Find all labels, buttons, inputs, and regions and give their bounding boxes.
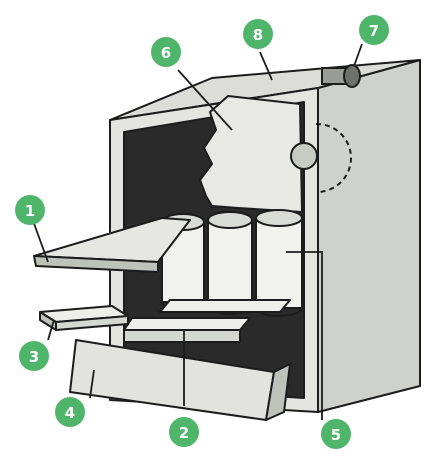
number-badges: 1 2 3 4 5 6 7 8 <box>15 15 389 449</box>
badge-circle <box>55 397 85 427</box>
badge-circle <box>19 341 49 371</box>
front-flap-edge <box>33 255 159 273</box>
leader-lines <box>31 43 363 420</box>
badge-5: 5 <box>321 419 351 449</box>
badge-4: 4 <box>55 397 85 427</box>
leader-line-5 <box>286 251 323 420</box>
small-tray-face <box>55 315 129 331</box>
badge-number: 8 <box>253 26 263 44</box>
badge-number: 1 <box>25 202 35 220</box>
badge-number: 3 <box>29 348 39 366</box>
tray-top <box>159 299 291 313</box>
leader-line-8 <box>259 51 273 81</box>
badge-6: 6 <box>151 37 181 67</box>
cabinet-side-panel <box>317 59 421 413</box>
leader-line-7 <box>353 43 363 67</box>
lower-drawer <box>123 299 291 343</box>
cylinder-body <box>255 217 303 309</box>
badge-8: 8 <box>243 19 273 49</box>
fitting-cap <box>343 64 361 88</box>
filter-cylinder <box>255 209 303 317</box>
tray-front <box>123 329 241 343</box>
cylinder-top <box>207 211 253 229</box>
badge-circle <box>151 37 181 67</box>
badge-circle <box>15 195 45 225</box>
base-drawer-side <box>265 363 291 421</box>
port-opening <box>290 142 318 170</box>
badge-circle <box>359 15 389 45</box>
filter-cylinder <box>207 211 253 315</box>
tray-top <box>123 317 251 331</box>
filter-cylinders <box>161 209 303 317</box>
badge-number: 4 <box>65 404 75 422</box>
leader-line-6 <box>177 69 233 131</box>
badge-3: 3 <box>19 341 49 371</box>
badge-7: 7 <box>359 15 389 45</box>
badge-number: 6 <box>161 44 171 62</box>
badge-circle <box>321 419 351 449</box>
badge-number: 2 <box>179 424 189 442</box>
top-fitting <box>321 64 361 88</box>
badge-number: 7 <box>369 22 379 40</box>
leader-line-1 <box>31 217 49 263</box>
badge-number: 5 <box>331 426 341 444</box>
port-dashed-outline <box>315 122 352 193</box>
base-drawer <box>69 339 291 421</box>
front-flap <box>33 217 191 273</box>
badge-2: 2 <box>169 417 199 447</box>
leader-line-4 <box>89 369 95 399</box>
cutaway-panel-surface <box>199 95 303 213</box>
badge-circle <box>243 19 273 49</box>
cylinder-top <box>255 209 303 227</box>
badge-1: 1 <box>15 195 45 225</box>
cylinder-body <box>207 219 253 307</box>
badge-circle <box>169 417 199 447</box>
leader-line-3 <box>47 319 55 341</box>
cutaway-panel <box>199 95 352 213</box>
